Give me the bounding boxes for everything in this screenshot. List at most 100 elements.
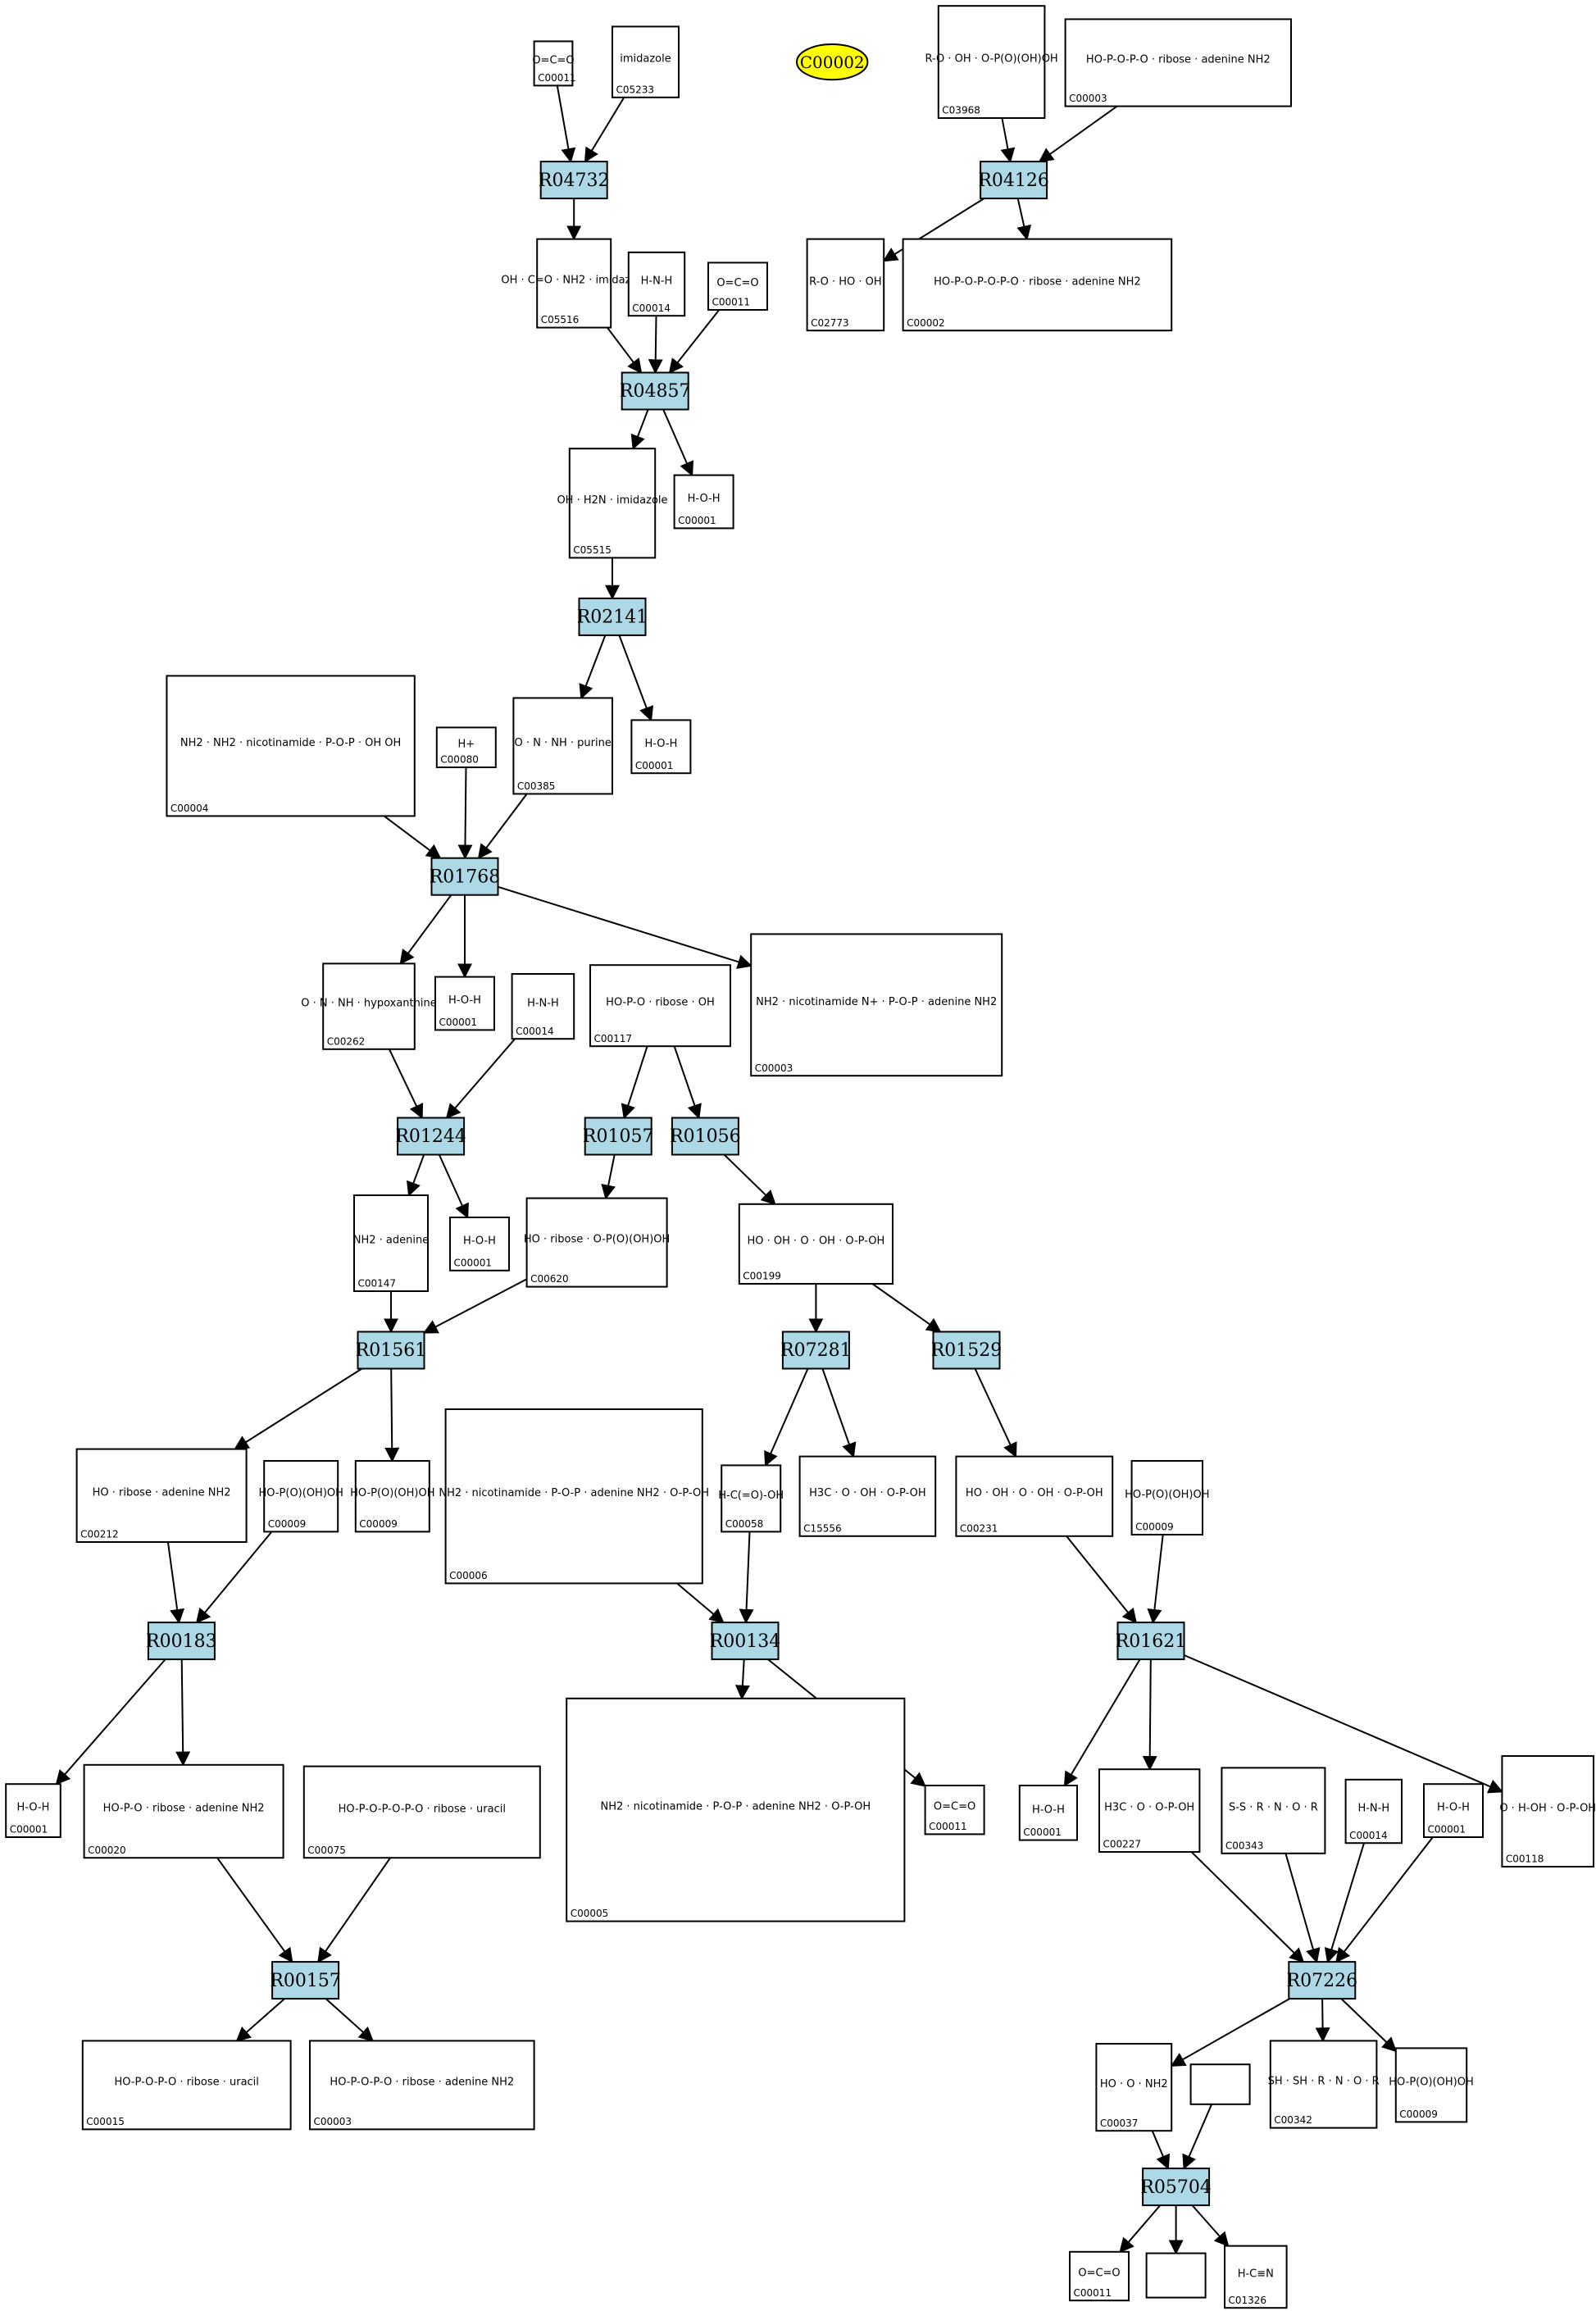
edge-blank_a-R05704	[1182, 2104, 1213, 2170]
reaction-R01621[interactable]: R01621	[1116, 1622, 1187, 1661]
origin-compound[interactable]: C00002	[796, 43, 869, 81]
edge-R00183-C00020	[175, 1659, 191, 1767]
edge-C00385-R01768	[477, 793, 528, 860]
compound-label: C05233	[616, 84, 655, 95]
edge-R02141-C00001_b	[618, 635, 654, 722]
reaction-R04126[interactable]: R04126	[978, 161, 1049, 200]
compound-blank_a[interactable]	[1189, 2063, 1251, 2105]
reaction-R05704[interactable]: R05704	[1140, 2168, 1212, 2207]
edge-R07226-C00342	[1315, 1999, 1330, 2043]
compound-box	[1018, 1785, 1079, 1841]
reaction-R00183[interactable]: R00183	[146, 1622, 217, 1661]
reaction-R04857[interactable]: R04857	[620, 371, 691, 411]
compound-box	[354, 1460, 430, 1533]
reaction-R01561[interactable]: R01561	[356, 1331, 427, 1370]
compound-box	[1064, 18, 1292, 107]
compound-label: C15556	[803, 1522, 842, 1534]
reaction-R02141[interactable]: R02141	[577, 597, 648, 636]
reaction-R01056[interactable]: R01056	[670, 1117, 741, 1156]
compound-structure: HO-P-O · ribose · OH	[606, 997, 715, 1009]
compound-structure: O · N · NH · hypoxanthine	[301, 998, 436, 1010]
compound-blank_b[interactable]	[1145, 2252, 1207, 2299]
compound-structure: H-O-H	[688, 493, 721, 505]
compound-C00011[interactable]: O=C=O C00011	[532, 40, 576, 87]
compound-C00004[interactable]: NH2 · NH2 · nicotinamide · P-O-P · OH OH…	[166, 675, 416, 817]
reaction-R01529[interactable]: R01529	[931, 1331, 1003, 1370]
compound-box	[309, 2040, 535, 2131]
reaction-R01244[interactable]: R01244	[395, 1117, 466, 1156]
compound-C00080[interactable]: H+C00080	[435, 726, 497, 769]
compound-C00005[interactable]: NH2 · nicotinamide · P-O-P · adenine NH2…	[566, 1697, 906, 1922]
compound-label: C00620	[530, 1273, 569, 1285]
compound-structure: H-O-H	[644, 738, 677, 750]
compound-label: C00147	[358, 1278, 397, 1290]
reaction-R07281[interactable]: R07281	[780, 1331, 852, 1370]
reaction-R01057[interactable]: R01057	[583, 1117, 654, 1156]
edge-R01057-C00620	[601, 1154, 616, 1200]
compound-C00002[interactable]: HO-P-O-P-O-P-O · ribose · adenine NH2C00…	[902, 238, 1173, 332]
compound-structure: O=C=O	[532, 54, 574, 66]
compound-label: C00001	[439, 1017, 478, 1028]
edge-R01244-C00001_d	[438, 1154, 469, 1219]
reaction-R07226[interactable]: R07226	[1287, 1961, 1358, 2000]
reaction-label: R00157	[270, 1971, 341, 1991]
compound-C00003_mid[interactable]: NH2 · nicotinamide N+ · P-O-P · adenine …	[750, 933, 1003, 1077]
compound-box	[627, 251, 686, 317]
compound-C00006[interactable]: NH2 · nicotinamide · P-O-P · adenine NH2…	[439, 1408, 709, 1585]
reaction-R00157[interactable]: R00157	[270, 1961, 341, 2000]
edge-R01561-C00009_b	[384, 1368, 400, 1463]
reaction-R01768[interactable]: R01768	[430, 857, 501, 896]
compound-label: C01326	[1229, 2295, 1267, 2306]
reaction-label: R01244	[395, 1126, 466, 1147]
compound-box	[434, 976, 495, 1031]
compound-label: C00011	[538, 72, 576, 84]
reaction-R00134[interactable]: R00134	[710, 1622, 781, 1661]
edge-C00004-R01768	[384, 815, 442, 859]
reaction-R04732[interactable]: R04732	[539, 161, 610, 200]
compound-label: C05516	[541, 314, 580, 325]
